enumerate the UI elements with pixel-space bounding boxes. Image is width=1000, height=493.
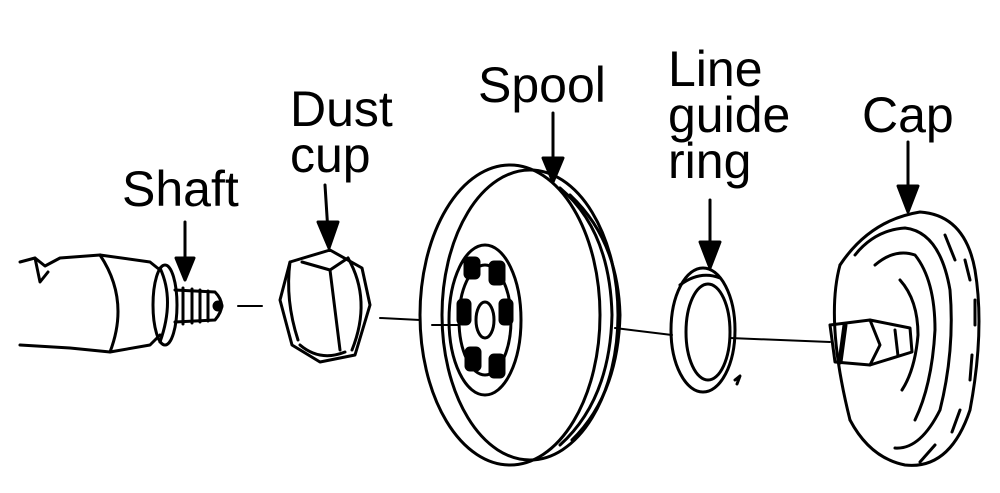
- spool-arrow: [541, 111, 565, 184]
- cap-part: [828, 210, 981, 467]
- spool-part: [418, 163, 673, 467]
- dust-cup-label: Dust cup: [290, 81, 393, 183]
- shaft-arrow: [174, 220, 196, 282]
- line-guide-ring-label-line-1: Line: [668, 41, 763, 97]
- spool-label-text: Spool: [478, 57, 606, 113]
- dust-cup-label-line-1: Dust: [290, 81, 393, 137]
- line-guide-ring-arrow: [698, 198, 722, 270]
- shaft-part: [18, 253, 263, 354]
- cap-arrow: [896, 140, 920, 214]
- spool-label: Spool: [478, 57, 606, 113]
- dust-cup-arrow: [316, 183, 340, 250]
- line-guide-ring-label: Line guide ring: [668, 41, 791, 189]
- shaft-label-text: Shaft: [122, 161, 239, 217]
- dust-cup-part: [278, 248, 421, 364]
- line-guide-ring-label-line-3: ring: [668, 133, 752, 189]
- dust-cup-label-line-2: cup: [290, 127, 371, 183]
- cap-label: Cap: [862, 87, 954, 143]
- line-guide-ring-part: [669, 266, 831, 394]
- shaft-label: Shaft: [122, 161, 239, 217]
- cap-label-text: Cap: [862, 87, 954, 143]
- line-guide-ring-label-line-2: guide: [668, 87, 791, 143]
